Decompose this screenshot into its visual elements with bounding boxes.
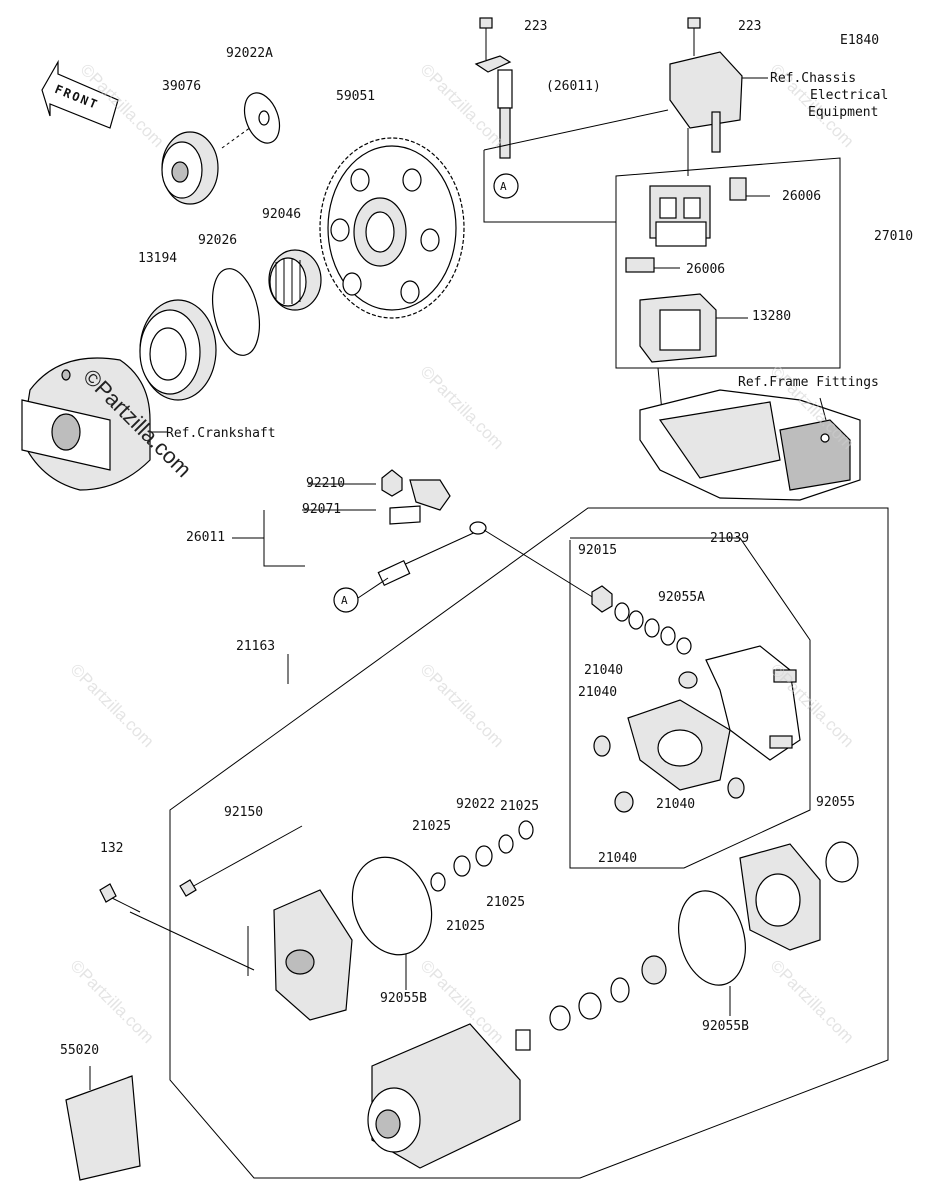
part-label-21040: 21040: [598, 851, 638, 866]
brush-holder: [627, 699, 731, 791]
armature-washers: [549, 955, 667, 1031]
part-label-92055A: 92055A: [658, 590, 705, 605]
front-cover: [247, 889, 353, 1021]
washer-92022A: [243, 92, 281, 144]
fuse-26006-a: [729, 177, 770, 201]
part-label-132: 132: [100, 841, 124, 856]
part-label-59051: 59051: [336, 89, 376, 104]
part-label-26011: 26011: [186, 530, 226, 545]
spring-21040-c: [727, 777, 745, 799]
part-label-92022A: 92022A: [226, 46, 273, 61]
bolt-132: [99, 883, 141, 913]
part-label-92015: 92015: [578, 543, 618, 558]
part-label-26011: (26011): [546, 79, 601, 94]
gear-39076: [161, 131, 219, 205]
ref-chassis: Equipment: [808, 105, 879, 120]
part-label-92055B: 92055B: [702, 1019, 749, 1034]
oring-92055B-a: [351, 856, 433, 956]
ref-frame-fittings: Ref.Frame Fittings: [738, 375, 879, 390]
bolt-223-right: [687, 17, 701, 56]
part-label-92046: 92046: [262, 207, 302, 222]
part-label-21039: 21039: [710, 531, 750, 546]
part-label-92055B: 92055B: [380, 991, 427, 1006]
part-label-39076: 39076: [162, 79, 202, 94]
part-label-92055: 92055: [816, 795, 856, 810]
bolt-92150: [179, 825, 303, 897]
clutch-13194: [139, 299, 217, 401]
diagram-code: E1840: [840, 33, 880, 48]
part-label-223: 223: [738, 19, 762, 34]
washer-92026: [212, 268, 260, 356]
circle-a: A: [341, 594, 348, 607]
cable-terminal-26011: [474, 55, 513, 159]
part-label-55020: 55020: [60, 1043, 100, 1058]
part-label-21040: 21040: [656, 797, 696, 812]
oring-92055B-b: [678, 890, 746, 986]
part-label-92071: 92071: [302, 502, 342, 517]
chassis-box: [669, 51, 768, 153]
rear-cover: [739, 843, 821, 951]
part-label-92022: 92022: [456, 797, 496, 812]
part-label-21025: 21025: [500, 799, 540, 814]
spring-21040-b: [593, 735, 611, 757]
part-label-21025: 21025: [486, 895, 526, 910]
part-label-92210: 92210: [306, 476, 346, 491]
part-label-13280: 13280: [752, 309, 792, 324]
nut-92210: [381, 469, 403, 497]
part-label-21025: 21025: [446, 919, 486, 934]
spring-21040-d: [614, 791, 634, 813]
part-label-21163: 21163: [236, 639, 276, 654]
relay-cover-13280: [639, 293, 717, 363]
part-label-92150: 92150: [224, 805, 264, 820]
part-label-21040: 21040: [578, 685, 618, 700]
spring-21040-a: [678, 671, 698, 689]
part-label-26006: 26006: [782, 189, 822, 204]
part-label-21040: 21040: [584, 663, 624, 678]
bearing-92046: [268, 249, 322, 311]
front-arrow-icon: [41, 59, 119, 129]
nut-92015: [591, 585, 613, 613]
relay-27010: [649, 185, 711, 247]
bolt-223-left: [479, 17, 493, 60]
part-label-26006: 26006: [686, 262, 726, 277]
frame-bracket: [639, 389, 861, 501]
cover-55020: [65, 1075, 141, 1181]
circle-a: A: [500, 180, 507, 193]
ref-crankshaft: Ref.Crankshaft: [166, 426, 276, 441]
ref-chassis: Electrical: [810, 88, 889, 103]
flywheel-rotor: [21, 357, 168, 491]
gear-59051: [319, 137, 465, 319]
brush-plate-21039: [705, 645, 801, 761]
fuse-26006-b: [625, 257, 680, 273]
oring-92055: [825, 841, 859, 883]
washer-stack: [614, 602, 692, 655]
cap-92071: [389, 479, 451, 525]
motor-body: [367, 1023, 531, 1169]
part-label-13194: 13194: [138, 251, 178, 266]
part-label-27010: 27010: [874, 229, 914, 244]
part-label-21025: 21025: [412, 819, 452, 834]
part-label-223: 223: [524, 19, 548, 34]
ref-chassis: Ref.Chassis: [770, 71, 857, 86]
part-label-92026: 92026: [198, 233, 238, 248]
cable-26011: [377, 521, 487, 587]
